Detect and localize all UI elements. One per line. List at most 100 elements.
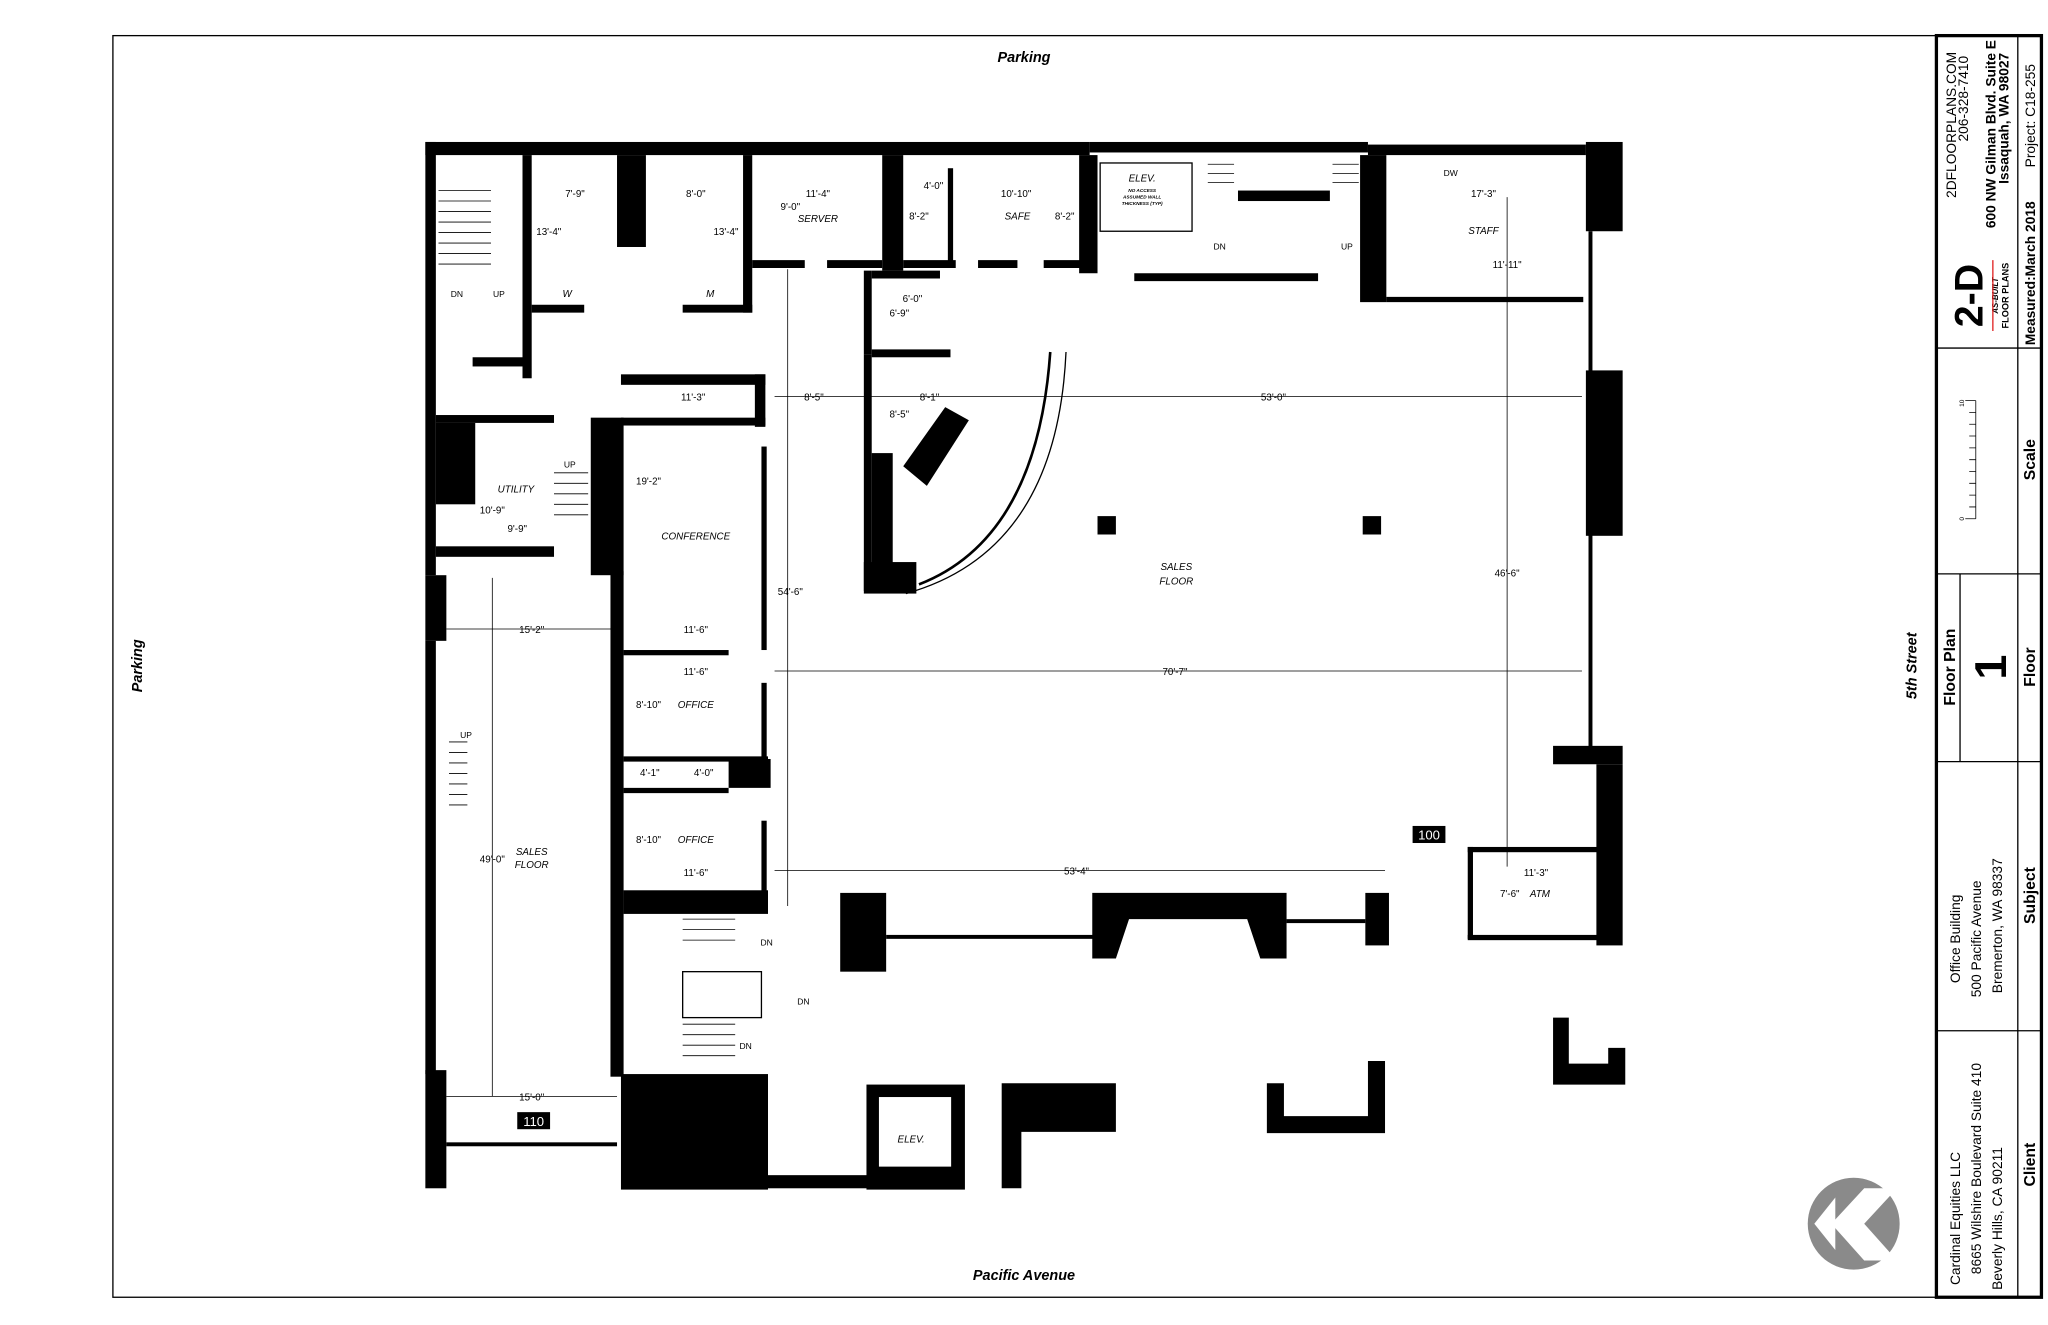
title-block: 2DFLOORPLANS.COM 206-328-7410 600 NW Gil… [1934, 33, 2044, 1299]
client-line: Cardinal Equities LLC [1948, 1152, 1963, 1285]
dimension-label: 15'-0" [519, 1092, 545, 1103]
room-atm: ATM [1529, 889, 1551, 900]
street-left: Parking [130, 639, 146, 692]
subject-label: Subject [2022, 866, 2039, 924]
dimension-label: 8'-0" [686, 189, 706, 200]
scale-min: 0 [1959, 517, 1966, 521]
unit-number-100: 100 [1418, 828, 1440, 843]
room-conference: CONFERENCE [661, 532, 730, 543]
dimension-label: 11'-3" [681, 393, 706, 404]
dimension-label: 8'-5" [804, 393, 824, 404]
room-mens-restroom: M [706, 289, 715, 300]
dimension-label: 70'-7" [1162, 667, 1188, 678]
logo-mark: 2-D [1947, 264, 1991, 327]
dimension-label: 19'-2" [636, 477, 662, 488]
measured-date: Measured:March 2018 [2023, 201, 2038, 345]
dimension-label: 7'-6" [1500, 889, 1520, 900]
subject-line: Bremerton, WA 98337 [1990, 858, 2005, 993]
dimension-label: 10'-9" [480, 505, 506, 516]
client-line: 8665 Wilshire Boulevard Suite 410 [1969, 1063, 1984, 1275]
dimension-label: 11'-6" [684, 868, 709, 879]
room-sales-floor: FLOOR [1159, 576, 1193, 587]
unit-number-110: 110 [523, 1114, 544, 1129]
room-office: OFFICE [678, 835, 714, 846]
subject-line: 500 Pacific Avenue [1969, 880, 1984, 997]
dimension-label: 4'-1" [640, 768, 660, 779]
room-sales-floor-left: FLOOR [515, 860, 549, 871]
dimension-label: 53'-4" [1064, 867, 1090, 878]
unit-badge-100 [1412, 825, 1446, 844]
dimension-label: 11'-6" [684, 667, 709, 678]
stair-label: UP [564, 460, 576, 470]
dimension-label: 8'-10" [636, 700, 662, 711]
subject-line: Office Building [1948, 895, 1963, 984]
elevator-note: NO ACCESS [1128, 188, 1157, 194]
stairs [438, 163, 1359, 1057]
elevator-note: THICKNESS (TYP) [699, 1138, 740, 1144]
scale-bar [1965, 400, 1977, 520]
dimension-lines [446, 197, 1582, 1097]
dimension-label: 15'-2" [519, 625, 545, 636]
dimension-label: 11'-6" [684, 625, 709, 636]
stair-label: DN [451, 289, 463, 299]
company-address-line2: Issaquah, WA 98027 [1997, 52, 2012, 183]
dimension-label: 13'-4" [536, 227, 562, 238]
street-right: 5th Street [1905, 631, 1921, 699]
dimension-label: 8'-1" [920, 393, 940, 404]
room-utility: UTILITY [498, 484, 536, 495]
scale-max: 10 [1959, 399, 1966, 407]
stair-labels: DN UP UP UP DN DN DN DN UP [451, 242, 1353, 1052]
dimension-label: 11'-4" [806, 189, 831, 200]
company-logo: 2-D AS-BUILT FLOOR PLANS [1947, 260, 2011, 332]
dimension-label: 8'-10" [636, 835, 662, 846]
elevator-note: NO ACCESS [705, 1125, 734, 1131]
dimension-label: 54'-6" [778, 587, 804, 598]
street-bottom: Pacific Avenue [973, 1268, 1075, 1284]
dimensions: 7'-9" 8'-0" 13'-4" 13'-4" 11'-4" 9'-0" 4… [480, 181, 1549, 1103]
dimension-label: 11'-11" [1493, 260, 1523, 271]
floor-label: Floor [2022, 647, 2039, 686]
stair-label: UP [493, 289, 505, 299]
room-sales-floor-left: SALES [516, 847, 548, 858]
client-line: Beverly Hills, CA 90211 [1990, 1147, 2005, 1290]
room-server: SERVER [798, 214, 838, 225]
logo-sub2: FLOOR PLANS [2001, 263, 2011, 329]
dishwasher-label: DW [1444, 168, 1459, 178]
elevator-note: THICKNESS (TYP) [1122, 201, 1163, 207]
dimension-label: 4'-0" [694, 768, 714, 779]
client-label: Client [2022, 1142, 2039, 1187]
room-elevator: ELEV. [898, 1134, 925, 1145]
room-safe: SAFE [1005, 211, 1031, 222]
floor-plan-label: Floor Plan [1942, 629, 1959, 706]
room-office: OFFICE [678, 700, 714, 711]
stair-label: DN [740, 1041, 752, 1051]
dimension-label: 6'-9" [889, 309, 909, 320]
logo-sub1: AS-BUILT [1991, 276, 2000, 314]
dimension-label: 9'-0" [781, 202, 801, 213]
dimension-label: 46'-6" [1495, 569, 1521, 580]
stair-label: UP [460, 730, 472, 740]
room-elevator: ELEV. [706, 1112, 733, 1123]
company-website: 2DFLOORPLANS.COM [1944, 52, 1959, 198]
dimension-label: 4'-0" [924, 181, 944, 192]
company-address-line1: 600 NW Gilman Blvd. Suite E [1983, 40, 1998, 228]
room-staff: STAFF [1468, 226, 1499, 237]
dimension-label: 17'-3" [1471, 189, 1497, 200]
unit-badge-110 [517, 1112, 551, 1130]
floor-number: 1 [1967, 655, 2016, 680]
stair-label: DN [1213, 242, 1225, 252]
compass-logo [1807, 1177, 1900, 1270]
dimension-label: 49'-0" [480, 855, 506, 866]
dimension-label: 8'-5" [889, 410, 909, 421]
room-elevator: ELEV. [1129, 173, 1156, 184]
stair-label: DN [797, 996, 809, 1006]
walls [425, 141, 1626, 1190]
room-womens-restroom: W [562, 289, 573, 300]
elevator-note: ASSUMED WALL [1122, 194, 1161, 200]
dimension-label: 10'-10" [1001, 189, 1032, 200]
dimension-label: 7'-9" [565, 189, 585, 200]
dimension-label: 8'-2" [909, 211, 929, 222]
room-sales-floor: SALES [1160, 562, 1192, 573]
stair-label: UP [1341, 242, 1353, 252]
